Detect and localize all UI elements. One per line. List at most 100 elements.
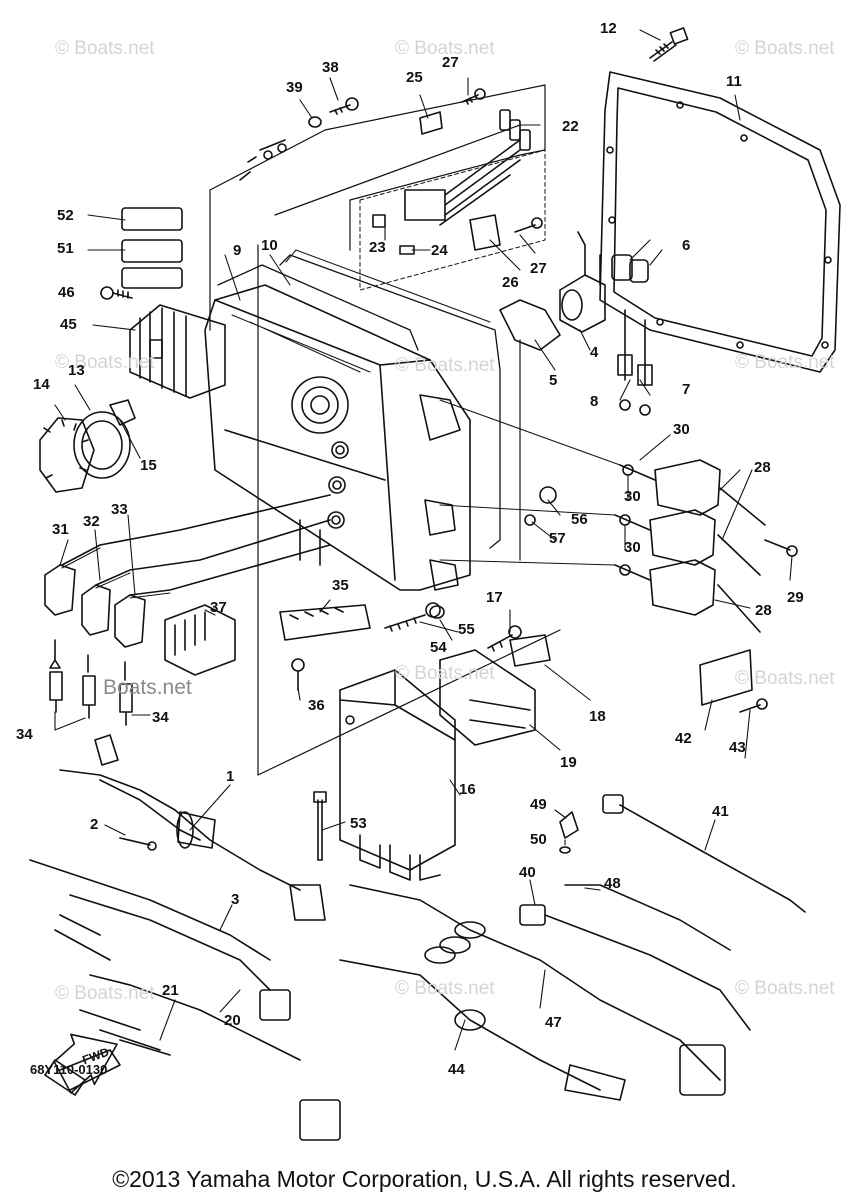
fuses-6-7-8 (611, 254, 653, 416)
callout-42: 42 (675, 730, 692, 747)
callout-50: 50 (530, 831, 547, 848)
watermark: © Boats.net (395, 663, 495, 684)
watermark: © Boats.net (735, 978, 835, 999)
callout-20: 20 (224, 1012, 241, 1029)
watermark: © Boats.net (55, 352, 155, 373)
wire-harness-40-41-44-47-48 (339, 794, 806, 1101)
callout-56: 56 (571, 511, 588, 528)
callout-29: 29 (787, 589, 804, 606)
callout-44: 44 (448, 1061, 465, 1078)
watermark: © Boats.net (395, 978, 495, 999)
callout-52: 52 (57, 207, 74, 224)
wire-set-22 (359, 109, 546, 291)
callout-39: 39 (286, 79, 303, 96)
callout-57: 57 (549, 530, 566, 547)
callout-22: 22 (562, 118, 579, 135)
callout-26: 26 (502, 274, 519, 291)
bolt-12 (649, 27, 689, 62)
callout-48: 48 (604, 875, 621, 892)
callout-34: 34 (16, 726, 33, 743)
callout-46: 46 (58, 284, 75, 301)
watermark: © Boats.net (395, 355, 495, 376)
starter-relay-4-5 (499, 231, 606, 351)
callout-41: 41 (712, 803, 729, 820)
callout-31: 31 (52, 521, 69, 538)
bolts-25-27-38-39 (239, 88, 543, 233)
bracket-15 (109, 399, 136, 426)
wire-harness-1-2-3-20-21 (29, 734, 341, 1141)
callout-34: 34 (152, 709, 169, 726)
spark-plugs-34 (49, 639, 133, 726)
callout-30: 30 (624, 488, 641, 505)
callout-14: 14 (33, 376, 50, 393)
watermark: © Boats.net (395, 38, 495, 59)
callout-6: 6 (682, 237, 691, 254)
callout-47: 47 (545, 1014, 562, 1031)
callout-27: 27 (442, 54, 459, 71)
callout-32: 32 (83, 513, 100, 530)
callout-12: 12 (600, 20, 617, 37)
callout-11: 11 (726, 73, 742, 90)
callout-28: 28 (754, 459, 771, 476)
labels-51-52 (121, 207, 183, 289)
callout-36: 36 (308, 697, 325, 714)
leader-lines (54, 29, 793, 1051)
callout-8: 8 (590, 393, 599, 410)
callout-18: 18 (589, 708, 606, 725)
cdi-unit-16 (339, 669, 456, 881)
bracket-18-19 (439, 634, 551, 746)
diagram-code: 68Y110-0130 (30, 1062, 108, 1077)
watermark: © Boats.net (55, 38, 155, 59)
callout-27: 27 (530, 260, 547, 277)
cover-9-seal-10 (217, 249, 501, 549)
bolt-46 (100, 286, 133, 300)
callout-28: 28 (755, 602, 772, 619)
callout-25: 25 (406, 69, 423, 86)
callout-35: 35 (332, 577, 349, 594)
watermark: © Boats.net (735, 38, 835, 59)
callout-17: 17 (486, 589, 503, 606)
callout-40: 40 (519, 864, 536, 881)
electrical-box (204, 284, 471, 591)
callout-38: 38 (322, 59, 339, 76)
callout-10: 10 (261, 237, 278, 254)
callout-45: 45 (60, 316, 77, 333)
callout-23: 23 (369, 239, 386, 256)
callout-37: 37 (210, 599, 227, 616)
watermark-inline: Boats.net (103, 676, 192, 699)
copyright-notice: ©2013 Yamaha Motor Corporation, U.S.A. A… (112, 1166, 737, 1192)
cable-tie-53 (313, 791, 327, 861)
callout-13: 13 (68, 362, 85, 379)
callout-54: 54 (430, 639, 447, 656)
callout-1: 1 (226, 768, 235, 785)
callout-5: 5 (549, 372, 558, 389)
callout-16: 16 (459, 781, 476, 798)
callout-30: 30 (673, 421, 690, 438)
callout-30: 30 (624, 539, 641, 556)
callout-7: 7 (682, 381, 691, 398)
gasket-11 (599, 71, 841, 373)
bolts-17-42-43 (487, 625, 768, 713)
watermark: © Boats.net (55, 983, 155, 1004)
callout-2: 2 (90, 816, 99, 833)
callout-33: 33 (111, 501, 128, 518)
forward-arrow-icon (53, 1033, 118, 1094)
watermark: © Boats.net (735, 352, 835, 373)
watermark: © Boats.net (735, 668, 835, 689)
callout-15: 15 (140, 457, 157, 474)
callout-3: 3 (231, 891, 240, 908)
callout-4: 4 (590, 344, 599, 361)
callout-51: 51 (57, 240, 74, 257)
assembly-outline (209, 84, 561, 776)
grommets-35-36-37-54-55 (164, 602, 445, 691)
callout-49: 49 (530, 796, 547, 813)
callout-55: 55 (458, 621, 475, 638)
callout-19: 19 (560, 754, 577, 771)
ignition-coils-28 (439, 399, 766, 633)
caps-29-30-56-57 (524, 464, 798, 576)
callout-53: 53 (350, 815, 367, 832)
flywheel-cover-13-14 (39, 411, 131, 493)
callout-9: 9 (233, 242, 242, 259)
callout-43: 43 (729, 739, 746, 756)
